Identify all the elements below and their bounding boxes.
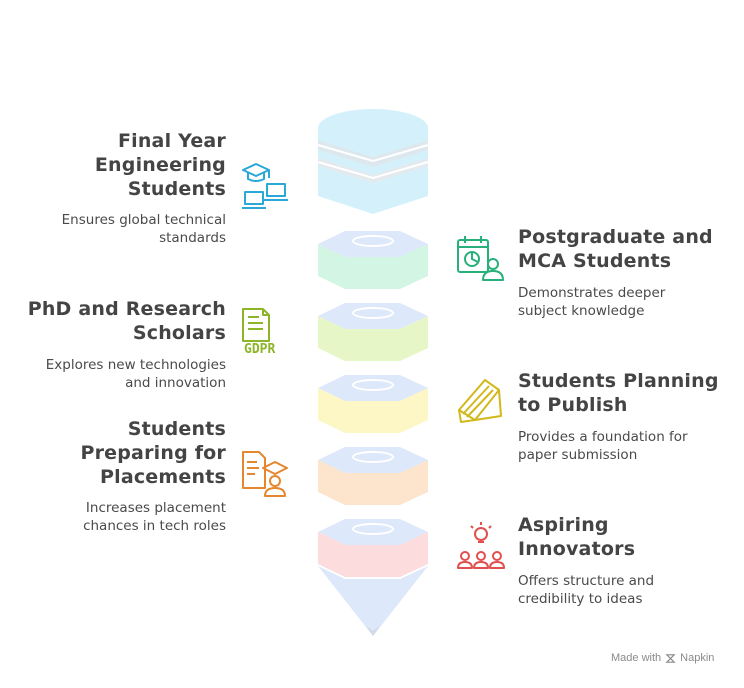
calendar-chart-person-icon <box>457 236 504 281</box>
pencil-segment <box>318 375 428 433</box>
gdpr-document-icon: GDPR <box>242 308 275 357</box>
pencil-segment <box>318 231 428 289</box>
desc-line: subject knowledge <box>518 303 645 319</box>
desc-line: standards <box>159 230 226 246</box>
resume-graduate-icon <box>242 451 288 497</box>
innovators-title: Aspiring Innovators <box>518 513 738 561</box>
publish-description: Provides a foundation for paper submissi… <box>518 428 738 464</box>
svg-text:GDPR: GDPR <box>244 342 275 357</box>
title-line: MCA Students <box>518 250 672 272</box>
postgraduate-title: Postgraduate and MCA Students <box>518 225 738 273</box>
desc-line: Offers structure and <box>518 573 655 589</box>
title-line: Scholars <box>132 322 226 344</box>
pencil-segment <box>318 303 428 361</box>
desc-line: Explores new technologies <box>45 357 226 373</box>
final-year-title: Final Year Engineering Students <box>6 129 226 201</box>
title-line: Placements <box>99 466 226 488</box>
desc-line: credibility to ideas <box>518 591 643 607</box>
desc-line: paper submission <box>518 447 638 463</box>
papers-stack-icon <box>458 379 502 423</box>
title-line: to Publish <box>518 394 628 416</box>
final-year-description: Ensures global technical standards <box>6 211 226 247</box>
title-line: Engineering <box>94 154 226 176</box>
desc-line: Demonstrates deeper <box>518 285 666 301</box>
credit-text: Made with <box>611 652 662 664</box>
pencil-segment <box>318 519 428 577</box>
desc-line: Ensures global technical <box>61 212 226 228</box>
title-line: Preparing for <box>80 442 226 464</box>
napkin-logo-icon <box>665 653 676 663</box>
title-line: Students Planning <box>518 370 719 392</box>
credit-brand: Napkin <box>680 652 715 664</box>
desc-line: and innovation <box>125 375 226 391</box>
lightbulb-team-icon <box>457 522 505 569</box>
placements-title: Students Preparing for Placements <box>6 417 226 489</box>
title-line: PhD and Research <box>27 298 226 320</box>
pencil-eraser <box>317 109 429 214</box>
desc-line: Provides a foundation for <box>518 429 688 445</box>
innovators-description: Offers structure and credibility to idea… <box>518 572 738 608</box>
phd-description: Explores new technologies and innovation <box>6 356 226 392</box>
publish-title: Students Planning to Publish <box>518 369 744 417</box>
desc-line: Increases placement <box>85 500 226 516</box>
title-line: Aspiring <box>518 514 609 536</box>
title-line: Postgraduate and <box>518 226 713 248</box>
title-line: Students <box>127 418 226 440</box>
napkin-credit[interactable]: Made with Napkin <box>611 652 714 664</box>
placements-description: Increases placement chances in tech role… <box>6 499 226 535</box>
pencil-segment <box>318 447 428 505</box>
pencil-tip <box>318 566 428 636</box>
title-line: Final Year <box>117 130 226 152</box>
title-line: Students <box>127 178 226 200</box>
desc-line: chances in tech roles <box>83 518 226 534</box>
graduation-laptops-icon <box>242 163 288 209</box>
title-line: Innovators <box>518 538 636 560</box>
postgraduate-description: Demonstrates deeper subject knowledge <box>518 284 738 320</box>
phd-title: PhD and Research Scholars <box>6 297 226 345</box>
